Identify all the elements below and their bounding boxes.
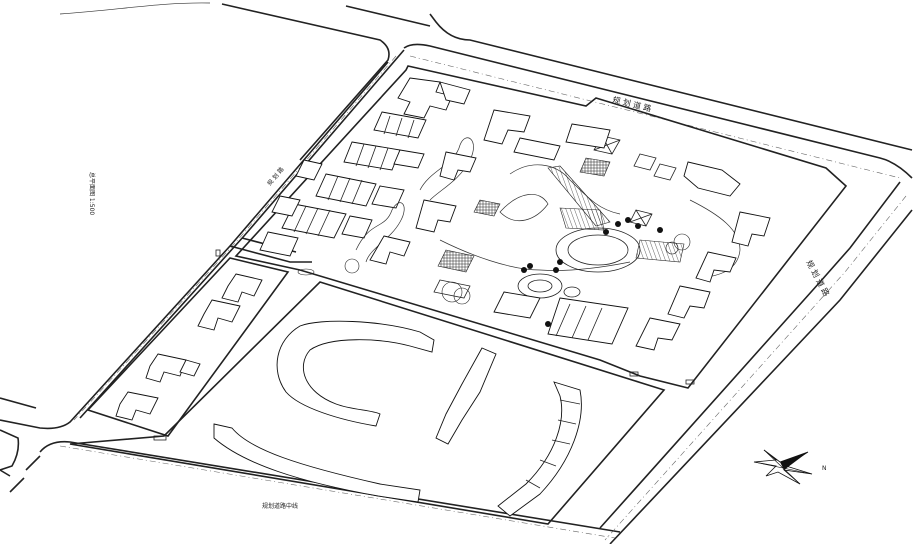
- west-housing-blocks: [259, 77, 471, 257]
- compass-rose-icon: [753, 449, 813, 485]
- east-road-label: 规 划 道 路: [804, 258, 831, 298]
- parking-car: [297, 268, 315, 276]
- west-strip-blocks: [115, 273, 263, 421]
- north-road-label: 规 划 道 路: [612, 94, 653, 113]
- tree-cluster: [521, 217, 663, 327]
- south-curved-buildings: [213, 320, 582, 517]
- legend-vertical-label: 总平面图 1:500: [88, 172, 96, 215]
- central-park: [344, 109, 741, 327]
- east-housing-blocks: [433, 161, 771, 351]
- boundary-markers: [153, 249, 695, 441]
- south-road-label: 规划道路中线: [262, 502, 298, 510]
- site-boundaries: [69, 65, 848, 525]
- north-arrow-label: N: [822, 465, 827, 472]
